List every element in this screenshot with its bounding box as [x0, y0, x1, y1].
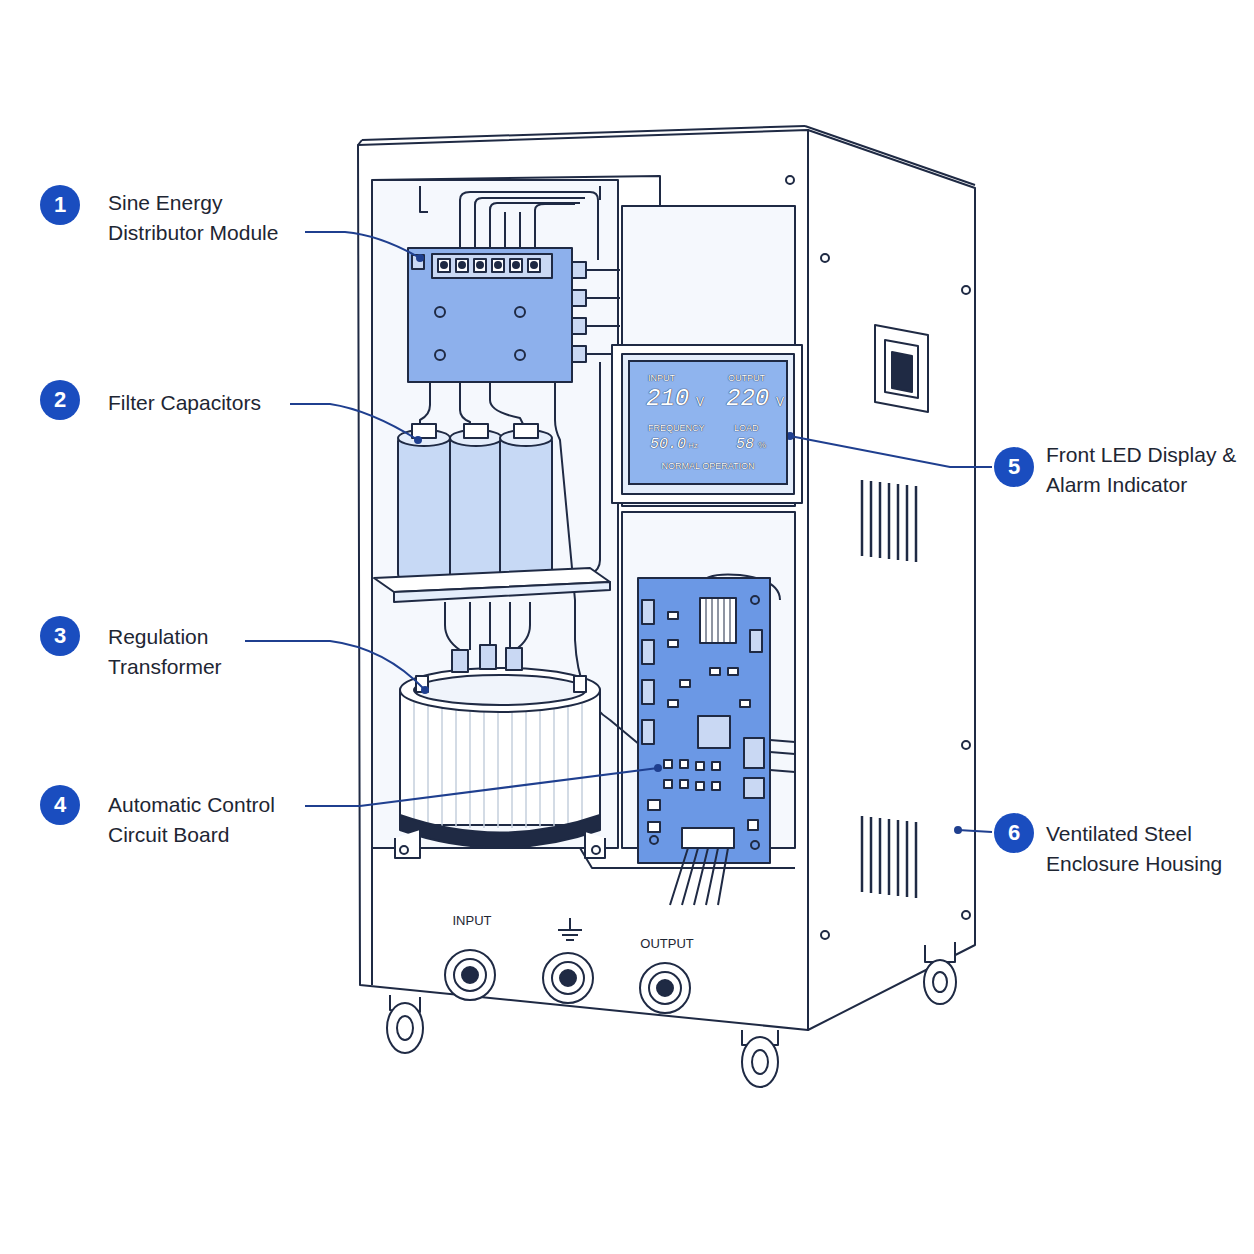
display-reading: OUTPUT	[728, 374, 765, 384]
callout-number: 6	[994, 813, 1034, 853]
callout-number: 1	[40, 185, 80, 225]
display-reading: %	[758, 441, 766, 451]
callout-digit: 2	[54, 387, 66, 413]
display-reading: Hz	[688, 442, 698, 451]
display-reading: FREQUENCY	[648, 424, 705, 434]
port-label: OUTPUT	[625, 935, 709, 953]
callout-number: 4	[40, 785, 80, 825]
display-reading: LOAD	[734, 424, 759, 434]
display-reading: 50.0	[650, 437, 686, 454]
led-display: INPUT 210 V OUTPUT 220 V FREQUENCY 50.0Hz LOAD 58…	[628, 360, 788, 485]
callout-digit: 4	[54, 792, 66, 818]
display-reading: 210	[646, 386, 689, 412]
callout-digit: 3	[54, 623, 66, 649]
callout-number: 2	[40, 380, 80, 420]
display-reading: NORMAL OPERATION	[630, 462, 786, 472]
part-name: Sine Energy Distributor Module	[108, 188, 323, 248]
part-name: Front LED Display & Alarm Indicator	[1046, 440, 1251, 500]
part-name: Ventilated Steel Enclosure Housing	[1046, 819, 1236, 879]
part-name: Regulation Transformer	[108, 622, 238, 682]
callout-number: 5	[994, 447, 1034, 487]
callout-digit: 6	[1008, 820, 1020, 846]
part-name: Filter Capacitors	[108, 388, 338, 418]
callout-number: 3	[40, 616, 80, 656]
part-name: Automatic Control Circuit Board	[108, 790, 308, 850]
display-reading: V	[696, 396, 704, 409]
display-reading: 220	[726, 386, 769, 412]
callout-digit: 1	[54, 192, 66, 218]
display-reading: INPUT	[648, 374, 675, 384]
display-reading: 58	[736, 437, 754, 454]
port-label: INPUT	[430, 912, 514, 930]
display-reading: V	[776, 396, 784, 409]
callout-digit: 5	[1008, 454, 1020, 480]
